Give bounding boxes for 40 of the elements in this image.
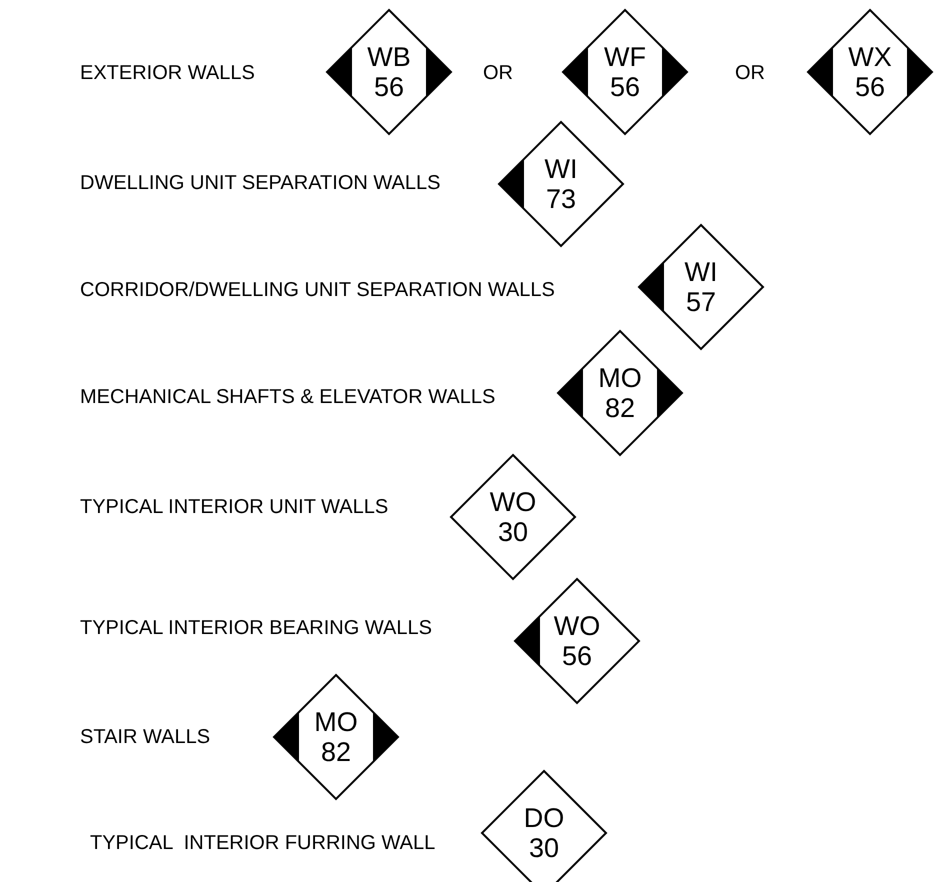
tag-number: 56 — [374, 72, 404, 102]
wall-type-label: STAIR WALLS — [80, 725, 210, 749]
tag-number: 57 — [686, 287, 716, 317]
wall-tag-diamond — [326, 9, 452, 135]
tag-code: WO — [490, 487, 536, 517]
or-label: OR — [483, 61, 513, 85]
wall-tag-diamond — [273, 674, 399, 800]
wall-type-label: CORRIDOR/DWELLING UNIT SEPARATION WALLS — [80, 278, 555, 302]
wall-tag-diamond — [807, 9, 933, 135]
tag-number: 82 — [604, 393, 636, 423]
tag-number: 30 — [528, 833, 560, 863]
wall-type-label: DWELLING UNIT SEPARATION WALLS — [80, 171, 440, 195]
wall-type-label: TYPICAL INTERIOR UNIT WALLS — [80, 495, 388, 519]
or-label: OR — [735, 61, 765, 85]
tag-number: 56 — [854, 72, 886, 102]
tag-code: WF — [604, 42, 646, 72]
wall-tag-diamond — [638, 224, 764, 350]
wall-type-label: MECHANICAL SHAFTS & ELEVATOR WALLS — [80, 385, 496, 409]
tag-code: WI — [544, 154, 578, 184]
tag-code: MO — [598, 363, 642, 393]
tag-number: 56 — [610, 72, 640, 102]
tag-number: 30 — [498, 517, 528, 547]
tag-number: 73 — [546, 184, 576, 214]
tag-number: 56 — [562, 641, 592, 671]
wall-tag-diamond — [514, 578, 640, 704]
tag-code: WX — [848, 42, 892, 72]
wall-tag-diamond — [498, 121, 624, 247]
tag-number: 82 — [320, 737, 352, 767]
tag-code: DO — [524, 803, 564, 833]
tag-code: WO — [554, 611, 600, 641]
wall-tag-diamond — [450, 454, 576, 580]
wall-type-label: TYPICAL INTERIOR BEARING WALLS — [80, 616, 432, 640]
tag-code: WB — [367, 42, 411, 72]
wall-tag-diamond — [481, 770, 607, 882]
tag-code: WI — [684, 257, 718, 287]
wall-tag-diamond — [557, 330, 683, 456]
tag-code: MO — [314, 707, 358, 737]
wall-type-label: EXTERIOR WALLS — [80, 61, 255, 85]
wall-type-label: TYPICAL INTERIOR FURRING WALL — [90, 831, 436, 855]
wall-tag-diamond — [562, 9, 688, 135]
